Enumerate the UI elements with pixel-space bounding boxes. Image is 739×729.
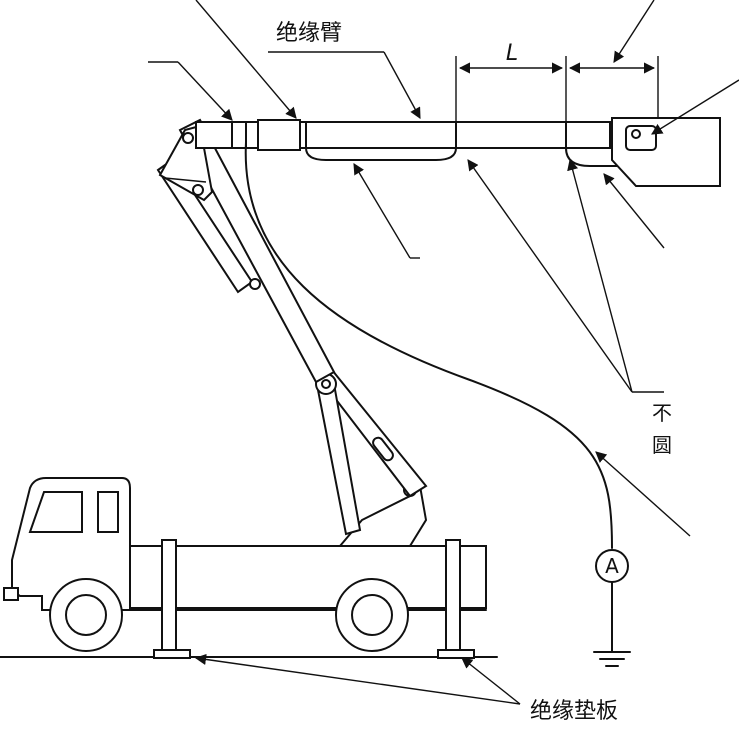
knuckle-pin xyxy=(321,379,331,389)
leader-bucket-lower xyxy=(603,173,665,249)
leader-arm xyxy=(383,51,421,119)
outrigger-rear xyxy=(445,539,461,651)
leader-pad-front xyxy=(194,653,521,705)
ammeter-symbol: A xyxy=(605,554,619,578)
bumper xyxy=(3,587,19,601)
bucket xyxy=(611,117,721,187)
insulating-pad-label: 绝缘垫板 xyxy=(530,699,618,724)
clipped-right-label-1: 不 xyxy=(652,401,672,425)
leader-lines xyxy=(148,0,739,705)
insulated-arm-label: 绝缘臂 xyxy=(276,21,342,46)
leader-electrode xyxy=(353,163,411,259)
leader-segment-1 xyxy=(467,159,633,393)
cab-side-window xyxy=(97,491,119,533)
leader-test-lead xyxy=(595,451,691,537)
leader-left xyxy=(177,61,233,121)
truck xyxy=(3,477,487,659)
dimension-L xyxy=(455,56,659,122)
truck-bed xyxy=(129,545,487,609)
cylinder-pin xyxy=(249,278,261,290)
insulated-arm xyxy=(195,119,627,167)
lower-boom xyxy=(315,368,428,536)
insulating-pad-rear xyxy=(437,649,475,659)
upper-boom-body xyxy=(178,118,336,384)
insulating-pad-front xyxy=(153,649,191,659)
outrigger-front xyxy=(161,539,177,651)
leader-pad-rear xyxy=(461,657,521,705)
leader-segment-2 xyxy=(567,158,633,393)
boom-link xyxy=(164,177,207,183)
leader-bucket xyxy=(651,79,739,135)
boom-head-pin xyxy=(182,132,194,144)
boom-head-pin-lower xyxy=(192,184,204,196)
test-lead xyxy=(244,141,613,549)
bucket-pin xyxy=(631,129,641,139)
arm-collar xyxy=(257,119,301,151)
bucket-control xyxy=(625,125,657,151)
arm-clamp xyxy=(231,121,247,149)
front-wheel-hub xyxy=(65,594,107,636)
electrode-strip-1 xyxy=(305,147,457,161)
cab-window xyxy=(28,491,83,533)
ground-symbol xyxy=(593,651,631,667)
leader-top-right xyxy=(613,0,655,63)
lower-boom-slot xyxy=(372,436,394,462)
clipped-right-label-2: 圆 xyxy=(652,433,672,457)
rear-wheel-hub xyxy=(351,594,393,636)
dimension-label: L xyxy=(506,41,518,66)
upper-boom xyxy=(156,118,336,384)
leader-top-left xyxy=(195,0,297,119)
